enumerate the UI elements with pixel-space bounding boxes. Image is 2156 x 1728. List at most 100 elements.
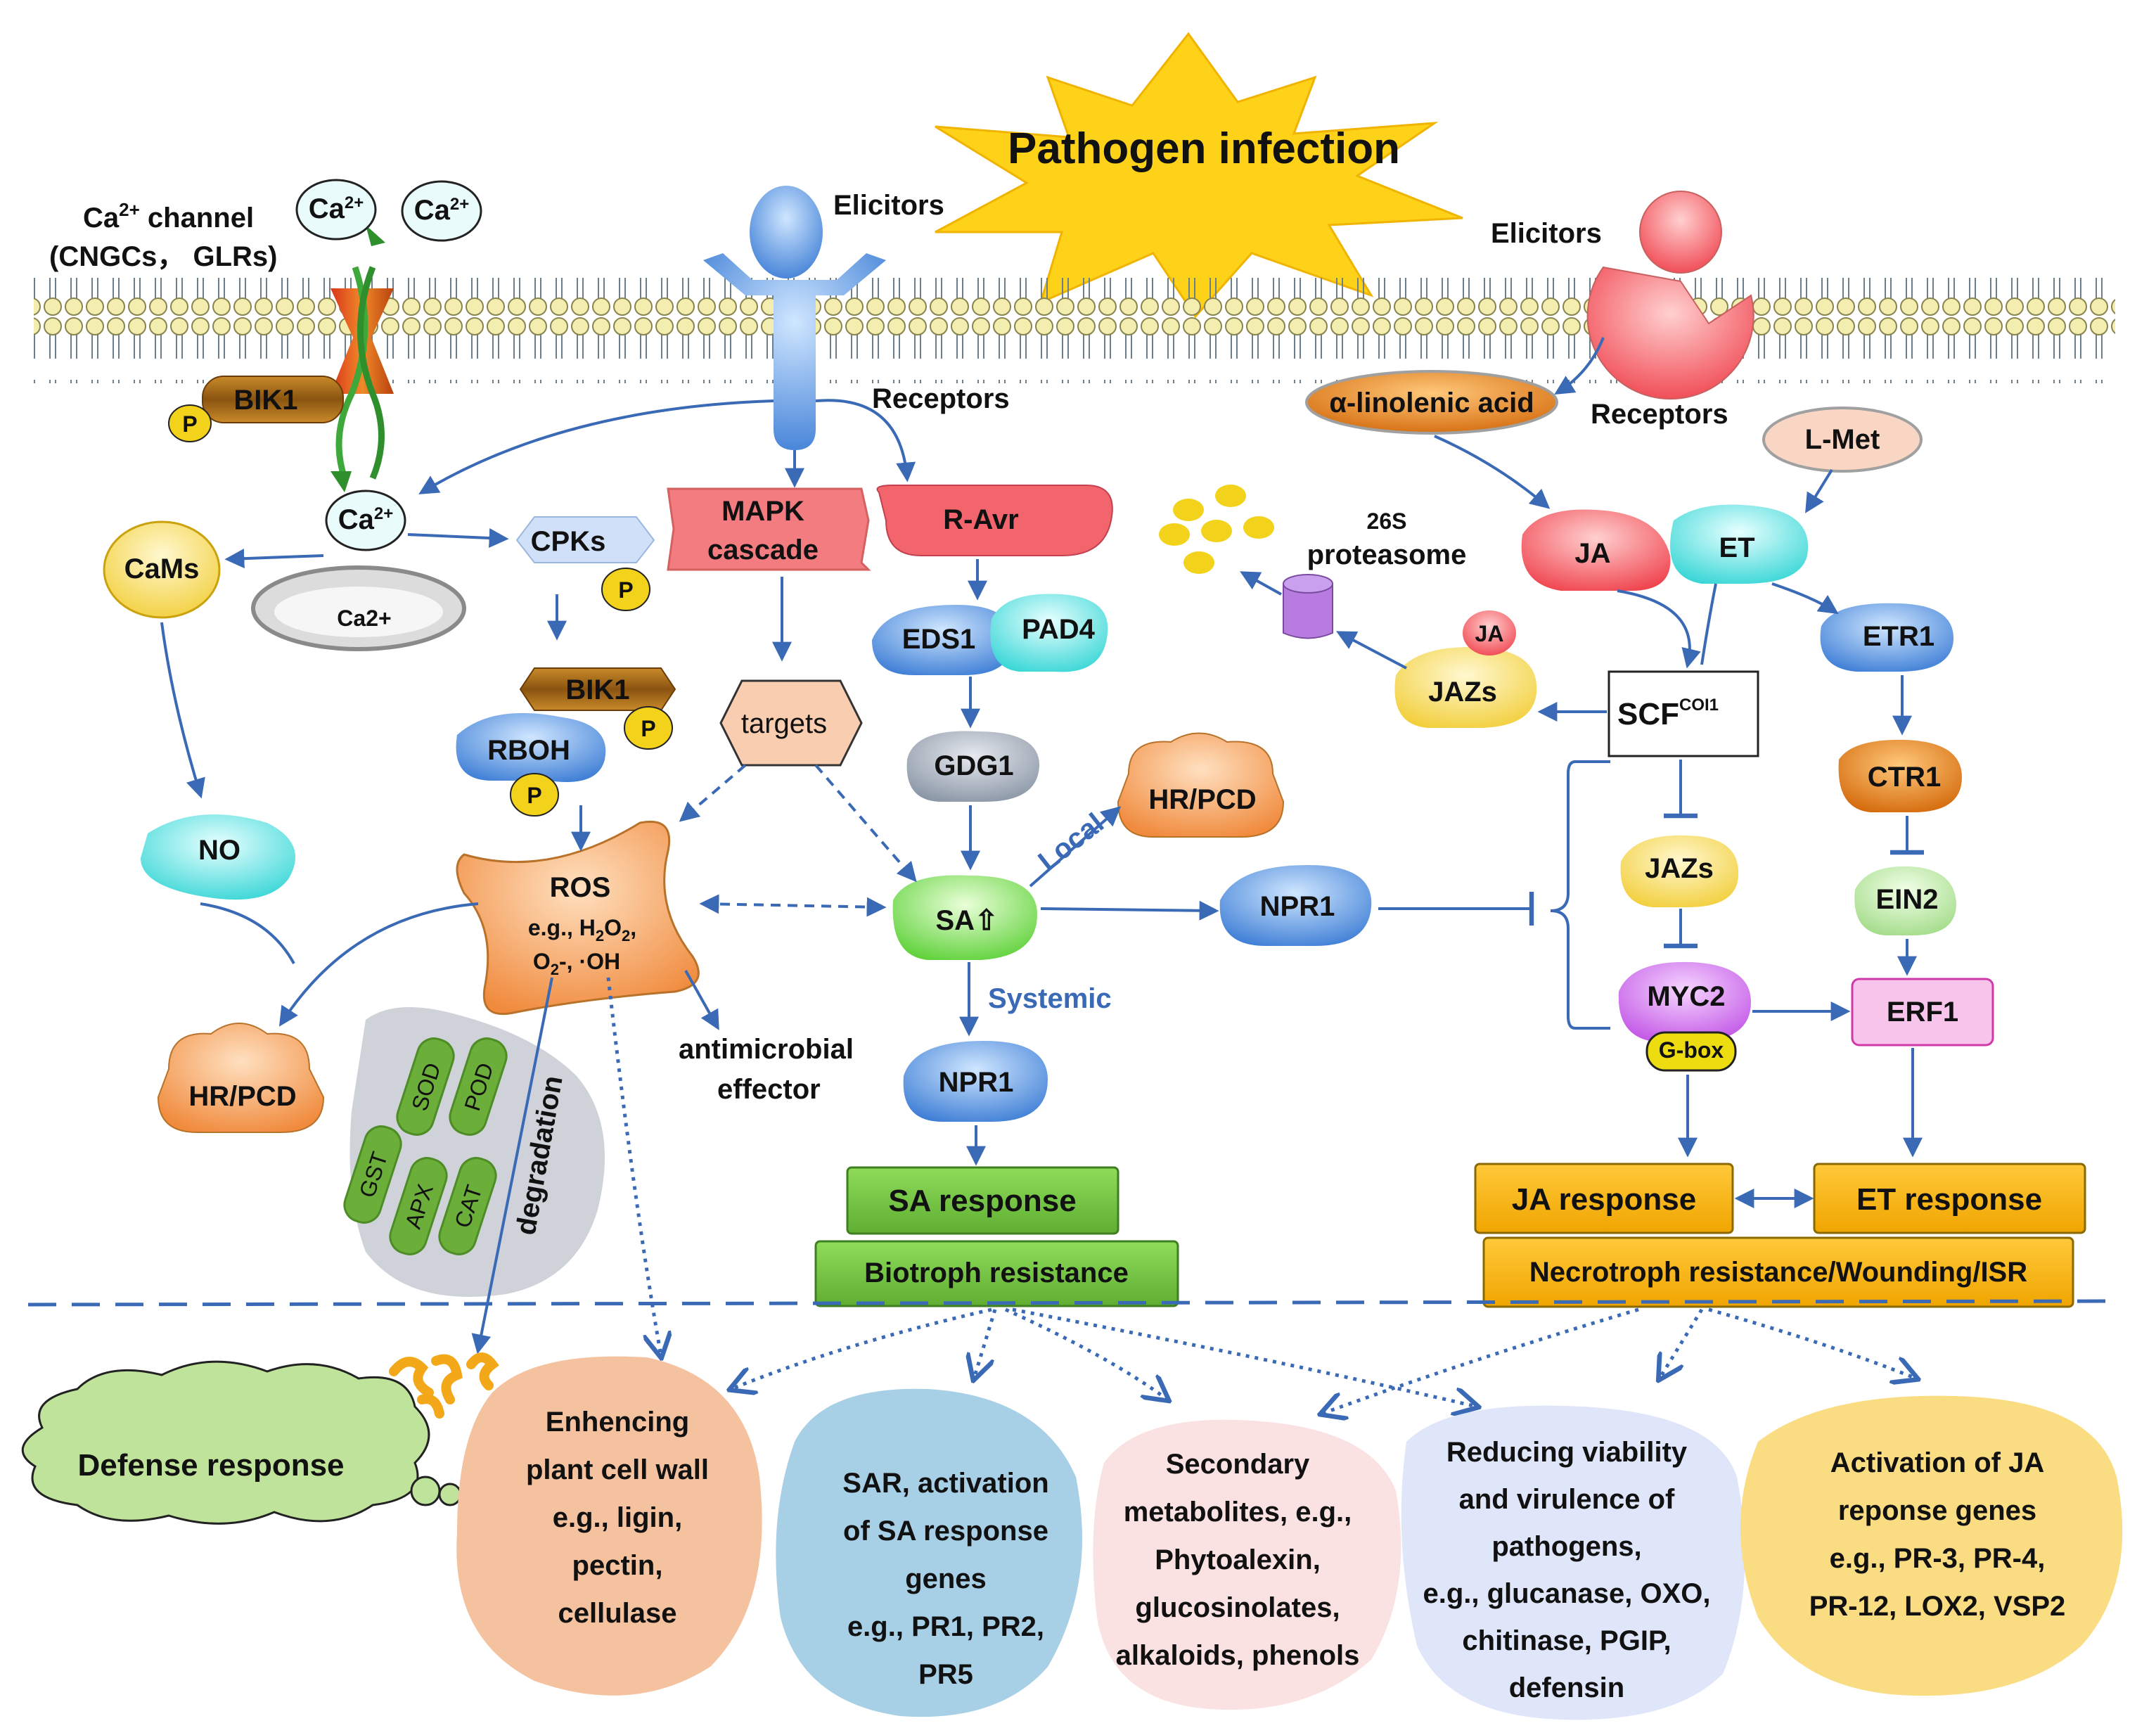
et-node: ET	[1670, 504, 1809, 584]
ca-channel-types: (CNGCs， GLRs)	[49, 241, 277, 272]
ca-ion-2: Ca2+	[401, 180, 482, 242]
jazs-top: JA JAZs	[1394, 610, 1537, 728]
targets-node: targets	[719, 679, 863, 767]
receptor-right	[1586, 191, 1754, 400]
svg-text:glucosinolates,: glucosinolates,	[1135, 1592, 1340, 1623]
svg-text:Ca2+: Ca2+	[337, 606, 391, 631]
elicitors-right-label: Elicitors	[1491, 218, 1602, 249]
svg-text:targets: targets	[741, 708, 827, 739]
svg-text:MYC2: MYC2	[1647, 981, 1725, 1012]
svg-text:metabolites, e.g.,: metabolites, e.g.,	[1124, 1497, 1352, 1528]
svg-text:P: P	[527, 783, 541, 808]
gdg1-node: GDG1	[906, 731, 1040, 802]
etr1-node: ETR1	[1820, 603, 1954, 672]
svg-text:P: P	[641, 716, 655, 741]
pathway-arrows	[160, 337, 1924, 1414]
svg-text:JAZs: JAZs	[1645, 853, 1714, 884]
svg-text:EIN2: EIN2	[1876, 884, 1939, 915]
svg-text:O2-, ·OH: O2-, ·OH	[533, 949, 620, 978]
svg-text:HR/PCD: HR/PCD	[188, 1081, 296, 1112]
svg-text:GDG1: GDG1	[934, 750, 1013, 781]
svg-text:P: P	[618, 577, 633, 603]
svg-text:e.g., ligin,: e.g., ligin,	[553, 1502, 682, 1533]
svg-text:pectin,: pectin,	[572, 1550, 663, 1581]
svg-text:plant cell wall: plant cell wall	[526, 1454, 709, 1485]
svg-text:RBOH: RBOH	[487, 735, 570, 766]
ctr1-node: CTR1	[1838, 739, 1962, 812]
phospho-1: P	[168, 404, 212, 442]
ca-ion-1: Ca2+	[295, 179, 377, 241]
l-met-node: L-Met	[1762, 407, 1923, 473]
svg-text:ROS: ROS	[550, 872, 611, 903]
svg-text:CTR1: CTR1	[1868, 762, 1941, 793]
svg-text:Phytoalexin,: Phytoalexin,	[1155, 1544, 1321, 1575]
svg-text:e.g., H2O2,: e.g., H2O2,	[528, 915, 636, 945]
svg-text:NPR1: NPR1	[939, 1067, 1014, 1098]
svg-text:Secondary: Secondary	[1166, 1449, 1310, 1480]
enzyme-pod: POD	[449, 1037, 508, 1136]
scf-coi1: SCFCOI1	[1608, 670, 1759, 757]
svg-text:Ca2+: Ca2+	[414, 195, 470, 226]
svg-text:P: P	[182, 411, 197, 437]
cams-node: CaMs	[103, 520, 221, 619]
hr-pcd-right: HR/PCD	[1117, 732, 1285, 838]
svg-text:Ca2+ channel: Ca2+ channel	[83, 199, 254, 233]
eds1-pad4: EDS1 PAD4	[872, 594, 1108, 675]
receptors-left-label: Receptors	[872, 383, 1010, 414]
svg-text:JA response: JA response	[1512, 1182, 1696, 1217]
svg-text:SAR, activation: SAR, activation	[842, 1468, 1048, 1499]
svg-text:cellulase: cellulase	[558, 1598, 676, 1629]
svg-text:SA response: SA response	[888, 1184, 1076, 1218]
svg-text:genes: genes	[905, 1563, 987, 1594]
enzyme-sod: SOD	[396, 1037, 455, 1136]
svg-text:26S: 26S	[1367, 508, 1407, 534]
enzyme-cat: CAT	[438, 1157, 497, 1255]
hr-pcd-left: HR/PCD	[157, 1023, 325, 1133]
degraded-fragments	[389, 1352, 499, 1419]
ja-genes-box: Activation of JA reponse genes e.g., PR-…	[1740, 1395, 2123, 1696]
cpks-node: CPKs P	[515, 516, 655, 611]
svg-text:G-box: G-box	[1659, 1037, 1724, 1063]
svg-text:SCFCOI1: SCFCOI1	[1617, 696, 1719, 731]
biotroph-resistance: Biotroph resistance	[814, 1240, 1179, 1307]
svg-text:reponse genes: reponse genes	[1838, 1495, 2036, 1526]
svg-text:of SA response: of SA response	[843, 1516, 1048, 1547]
ca-channel	[331, 225, 394, 492]
svg-text:PR5: PR5	[918, 1659, 973, 1690]
proteasome: 26S proteasome	[1159, 485, 1466, 639]
svg-text:Ca2+: Ca2+	[309, 193, 364, 224]
svg-text:CaMs: CaMs	[124, 553, 200, 584]
svg-text:Necrotroph resistance/Wounding: Necrotroph resistance/Wounding/ISR	[1529, 1257, 2027, 1288]
mapk-cascade: MAPK cascade	[667, 487, 871, 571]
svg-text:ET: ET	[1719, 532, 1754, 563]
viability-box: Reducing viability and virulence of path…	[1401, 1405, 1745, 1720]
channel-arrow-down	[331, 471, 352, 492]
necrotroph-resistance: Necrotroph resistance/Wounding/ISR	[1482, 1236, 2074, 1308]
ca-ion-3: Ca2+	[325, 489, 406, 551]
npr1-right: NPR1	[1219, 865, 1372, 946]
svg-text:e.g., glucanase, OXO,: e.g., glucanase, OXO,	[1423, 1578, 1710, 1609]
alpha-linolenic-acid: α-linolenic acid	[1305, 370, 1558, 435]
svg-text:MAPK: MAPK	[721, 496, 804, 527]
svg-text:and virulence of: and virulence of	[1459, 1484, 1675, 1515]
svg-text:PAD4: PAD4	[1022, 614, 1095, 645]
myc2-node: MYC2 G-box	[1618, 961, 1751, 1072]
bik1-node: BIK1 P	[519, 667, 676, 750]
secondary-metabolites-box: Secondary metabolites, e.g., Phytoalexin…	[1093, 1419, 1401, 1710]
svg-text:Ca2+: Ca2+	[338, 504, 394, 535]
svg-text:alkaloids, phenols: alkaloids, phenols	[1116, 1640, 1360, 1671]
ca-store: Ca2+	[251, 565, 466, 651]
svg-text:ERF1: ERF1	[1887, 997, 1958, 1028]
enzyme-gst: GST	[343, 1125, 402, 1224]
et-response: ET response	[1813, 1163, 2086, 1234]
receptors-right-label: Receptors	[1591, 399, 1728, 430]
svg-text:HR/PCD: HR/PCD	[1148, 784, 1256, 815]
npr1-down: NPR1	[903, 1041, 1048, 1122]
svg-text:e.g., PR1, PR2,: e.g., PR1, PR2,	[847, 1611, 1044, 1642]
bik1-membrane: BIK1	[202, 376, 344, 423]
antimicrobial-effector: antimicrobial effector	[679, 1034, 854, 1105]
ein2-node: EIN2	[1854, 866, 1956, 935]
svg-text:Enhencing: Enhencing	[546, 1407, 689, 1438]
svg-text:JA: JA	[1475, 621, 1504, 646]
